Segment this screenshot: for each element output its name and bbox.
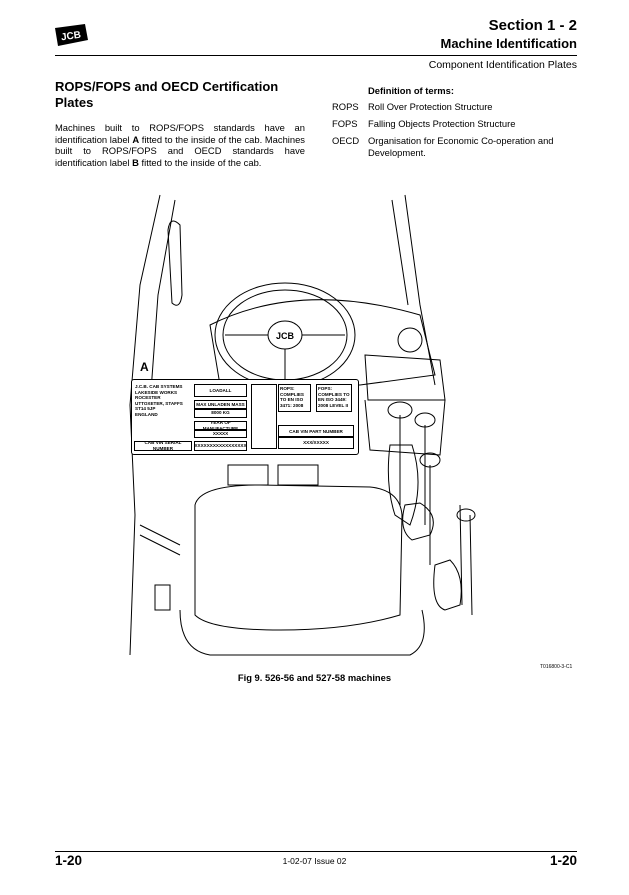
plate-year-label: YEAR OF MANUFACTURE (194, 421, 247, 431)
address-line: LAKESIDE WORKS (135, 389, 178, 395)
plate-mass-value: 8000 KG (194, 408, 247, 418)
def-text: Roll Over Protection Structure (368, 101, 493, 112)
address-line: ROCESTER (135, 395, 161, 401)
def-text: Organisation for Economic Co-operation a… (368, 135, 554, 158)
svg-text:JCB: JCB (60, 30, 81, 44)
address-line: J.C.B. CAB SYSTEMS (135, 384, 183, 389)
def-abbr: OECD (332, 135, 360, 146)
def-abbr: FOPS (332, 118, 358, 129)
plate-serial-label: CAB VIN SERIAL NUMBER (134, 441, 192, 451)
plate-model: LOADALL (194, 384, 247, 397)
plate-rops: ROPS: COMPLIES TO EN ISO 3471: 2008 (278, 384, 311, 412)
topic-title: Component Identification Plates (428, 59, 577, 71)
plate-serial-value: XXXXXXXXXXXXXXXXX (194, 441, 247, 451)
header-rule (55, 55, 577, 56)
jcb-logo: JCB (55, 24, 88, 46)
page-number-right: 1-20 (549, 853, 577, 868)
figure-caption: Fig 9. 526-56 and 527-58 machines (237, 672, 392, 683)
label-a-marker: A (140, 360, 149, 374)
identification-plate: J.C.B. CAB SYSTEMS LAKESIDE WORKS ROCEST… (131, 379, 359, 455)
def-abbr: ROPS (332, 101, 359, 112)
plate-part-value: XXX/XXXXX (278, 436, 354, 449)
article-heading: ROPS/FOPS and OECD Certification Plates (55, 79, 279, 110)
address-line: ST14 5JP (135, 406, 156, 412)
plate-blank-panel (251, 384, 277, 449)
footer-rule (55, 851, 577, 852)
figure-code: T016800-3-C1 (540, 664, 573, 670)
plate-address: J.C.B. CAB SYSTEMS LAKESIDE WORKS ROCEST… (135, 384, 190, 418)
plate-part-label: CAB VIN PART NUMBER (278, 425, 354, 438)
section-title: Section 1 - 2 (488, 17, 577, 34)
article-paragraph: Machines built to ROPS/FOPS standards ha… (55, 122, 305, 168)
chapter-title: Machine Identification (440, 36, 577, 51)
address-line: UTTOXETER, STAFFS (135, 400, 183, 406)
page-number-left: 1-20 (55, 853, 83, 868)
plate-fops: FOPS: COMPLIES TO EN ISO 3449: 2008 LEVE… (316, 384, 352, 412)
plate-year-value: XXXXX (194, 429, 247, 438)
svg-text:JCB: JCB (276, 331, 295, 341)
plate-mass-label: MAX UNLADEN MASS (194, 400, 247, 410)
definitions-title: Definition of terms: (368, 85, 454, 96)
def-text: Falling Objects Protection Structure (368, 118, 516, 129)
issue-label: 1-02-07 Issue 02 (282, 856, 347, 866)
address-line: ENGLAND (135, 411, 158, 417)
